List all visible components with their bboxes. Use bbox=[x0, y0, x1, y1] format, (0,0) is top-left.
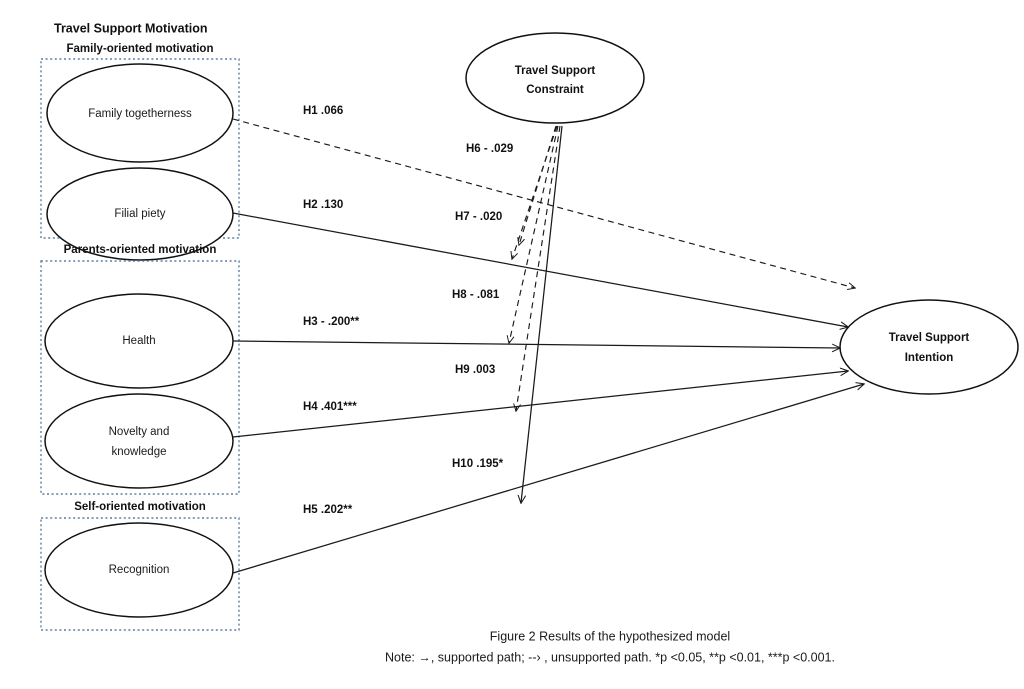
path-h9-line bbox=[516, 125, 561, 411]
node-novelty-and-knowledge bbox=[44, 393, 234, 489]
path-label-h10: H10 .195* bbox=[452, 458, 504, 470]
group-title-self: Self-oriented motivation bbox=[74, 501, 206, 513]
path-h3-line bbox=[232, 340, 840, 348]
group-title-family: Family-oriented motivation bbox=[67, 43, 214, 55]
node-label-health: Health bbox=[122, 335, 155, 347]
path-label-h9: H9 .003 bbox=[455, 364, 495, 376]
node-label-filial-piety: Filial piety bbox=[114, 208, 165, 220]
node-family-togetherness bbox=[46, 63, 234, 163]
path-label-h5: H5 .202** bbox=[303, 504, 353, 516]
path-label-h7: H7 - .020 bbox=[455, 211, 502, 223]
node-recognition bbox=[44, 522, 234, 618]
group-box-self bbox=[40, 517, 240, 631]
node-travel-support-intention bbox=[839, 299, 1019, 395]
page-title: Travel Support Motivation bbox=[54, 21, 208, 35]
path-label-h1: H1 .066 bbox=[303, 105, 343, 117]
path-h5-line bbox=[232, 384, 864, 574]
figure-caption-title: Figure 2 Results of the hypothesized mod… bbox=[490, 629, 730, 643]
node-label-recognition: Recognition bbox=[109, 564, 170, 576]
path-label-h3: H3 - .200** bbox=[303, 316, 360, 328]
path-h1-line bbox=[232, 118, 855, 288]
node-label-family-togetherness: Family togetherness bbox=[88, 108, 192, 120]
path-label-h4: H4 .401*** bbox=[303, 401, 357, 413]
node-label-constraint-line-2: Constraint bbox=[526, 84, 584, 96]
group-title-parents: Parents-oriented motivation bbox=[64, 244, 217, 256]
node-label-constraint-line-1: Travel Support bbox=[515, 65, 596, 77]
group-box-parents bbox=[40, 260, 240, 495]
node-label-intention-line-2: Intention bbox=[905, 352, 954, 364]
node-label-intention-line-1: Travel Support bbox=[889, 332, 970, 344]
figure-caption-note: Note: →, supported path; --› , unsupport… bbox=[385, 650, 835, 664]
path-h10-line bbox=[521, 125, 563, 503]
path-h7-line bbox=[512, 125, 558, 259]
node-filial-piety bbox=[46, 167, 234, 261]
node-label-novelty-line-1: Novelty and bbox=[109, 426, 170, 438]
path-label-h6: H6 - .029 bbox=[466, 143, 513, 155]
node-travel-support-constraint bbox=[465, 32, 645, 124]
path-h8-line bbox=[509, 125, 559, 343]
path-label-h8: H8 - .081 bbox=[452, 289, 500, 301]
node-label-novelty-line-2: knowledge bbox=[112, 446, 167, 458]
path-h4-line bbox=[232, 371, 848, 438]
path-h2-line bbox=[232, 212, 848, 327]
path-label-h2: H2 .130 bbox=[303, 199, 343, 211]
